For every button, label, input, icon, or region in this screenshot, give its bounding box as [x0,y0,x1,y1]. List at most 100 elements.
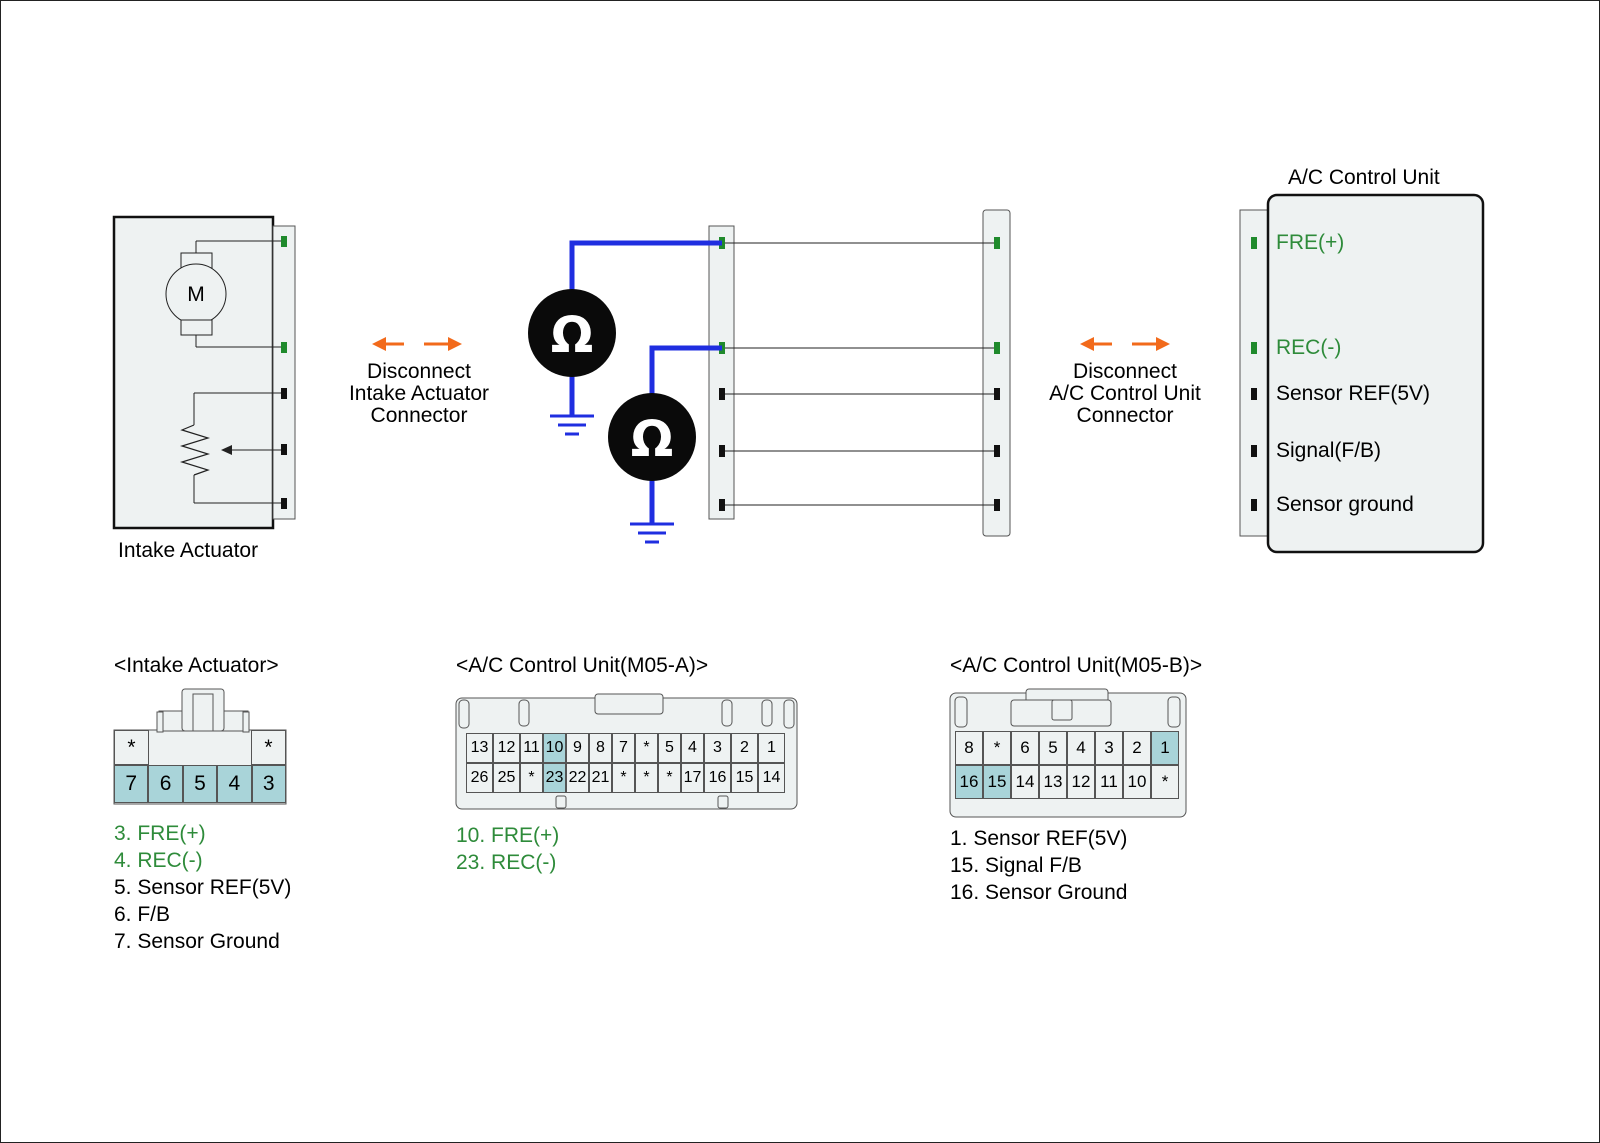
disconnect-right-label: Disconnect A/C Control Unit Connector [1030,361,1220,427]
pin-cell: 14 [1011,765,1039,799]
ohmmeter-icon [528,289,616,377]
pin-cell: 5 [182,765,218,803]
pin-cell: 6 [1011,731,1039,765]
legend-item: 16. Sensor Ground [950,881,1128,904]
pin-cell: * [114,730,149,765]
pin-cell: 4 [217,765,252,803]
legend-item: 1. Sensor REF(5V) [950,827,1128,850]
intake-connector-title: <Intake Actuator> [114,654,279,677]
disconnect-left-arrow-icon [372,337,462,351]
pin-cell: 6 [148,765,183,803]
disconnect-right-arrow-icon [1080,337,1170,351]
legend-item: 7. Sensor Ground [114,930,280,953]
pin-cell: 4 [681,733,704,763]
control-unit-pin-sensor-ref: Sensor REF(5V) [1276,382,1431,405]
disconnect-left-label: Disconnect Intake Actuator Connector [330,361,508,427]
disconnect-right-line2: A/C Control Unit [1049,382,1201,405]
m05a-connector-legend: 10. FRE(+) 23. REC(-) [456,822,559,876]
pin-cell: 26 [466,763,493,793]
legend-item: 10. FRE(+) [456,824,560,847]
control-unit-pin-sensor-ground: Sensor ground [1276,493,1414,516]
control-unit-pin-rec: REC(-) [1276,336,1342,359]
pin-cell: * [635,763,658,793]
pin-cell: 25 [493,763,520,793]
legend-item: 6. F/B [114,903,171,926]
ohmmeter-symbol: Ω [551,306,594,364]
pin-cell: 7 [612,733,635,763]
pin-cell: 13 [466,733,493,763]
m05a-top-row: 13 12 11 10 9 8 7 * 5 4 3 2 1 [466,733,785,763]
pin-cell: 1 [758,733,785,763]
pin-cell: 12 [493,733,520,763]
disconnect-right-line3: Connector [1076,404,1174,427]
pin-cell: 22 [566,763,589,793]
legend-item: 15. Signal F/B [950,854,1082,877]
pin-cell: 15 [983,765,1011,799]
pin-cell: 23 [543,763,566,793]
pin-cell: 8 [589,733,612,763]
pin-cell: 21 [589,763,612,793]
pin-cell: 10 [1123,765,1151,799]
pin-cell: 14 [758,763,785,793]
intake-connector-legend: 3. FRE(+) 4. REC(-) 5. Sensor REF(5V) 6.… [114,820,291,955]
intake-actuator-caption: Intake Actuator [118,539,259,562]
control-unit-connector [1239,209,1271,537]
pin-cell: * [1151,765,1179,799]
pin-cell: 12 [1067,765,1095,799]
disconnect-right-line1: Disconnect [1073,360,1177,383]
pin-cell: 7 [114,765,149,803]
pin-cell: 15 [731,763,758,793]
ohmmeter-symbol: Ω [631,410,674,468]
pin-cell: 3 [251,765,286,803]
m05b-connector-legend: 1. Sensor REF(5V) 15. Signal F/B 16. Sen… [950,825,1127,906]
pin-cell: 16 [955,765,983,799]
control-unit-pin-signal: Signal(F/B) [1276,439,1382,462]
intake-connector-top-row: * * [114,730,286,765]
pin-cell: 16 [704,763,731,793]
pin-cell: 5 [658,733,681,763]
legend-item: 3. FRE(+) [114,822,206,845]
intake-actuator-connector [272,225,296,520]
intake-connector-bottom-row: 7 6 5 4 3 [114,765,286,803]
harness-connector-left [708,225,735,520]
m05b-bottom-row: 16 15 14 13 12 11 10 * [955,765,1179,799]
pin-cell: 1 [1151,731,1179,765]
control-unit-pin-fre: FRE(+) [1276,231,1345,254]
pin-cell: * [983,731,1011,765]
pin-cell: * [635,733,658,763]
ground-icon [550,414,594,436]
legend-item: 4. REC(-) [114,849,203,872]
pin-cell: 10 [543,733,566,763]
pin-cell: * [251,730,286,765]
m05a-bottom-row: 26 25 * 23 22 21 * * * 17 16 15 14 [466,763,785,793]
ground-icon [630,522,674,544]
disconnect-left-line2: Intake Actuator [348,382,490,405]
pin-cell: 13 [1039,765,1067,799]
pin-cell: * [658,763,681,793]
control-unit-body [1266,193,1485,554]
pin-cell: 8 [955,731,983,765]
pin-cell: 17 [681,763,704,793]
m05b-top-row: 8 * 6 5 4 3 2 1 [955,731,1179,765]
legend-item: 23. REC(-) [456,851,557,874]
pin-cell: 2 [1123,731,1151,765]
pin-cell: 3 [1095,731,1123,765]
control-unit-title: A/C Control Unit [1288,166,1440,189]
pin-cell: 4 [1067,731,1095,765]
disconnect-left-line1: Disconnect [367,360,471,383]
m05a-connector-title: <A/C Control Unit(M05-A)> [456,654,709,677]
pin-cell: * [612,763,635,793]
pin-cell: 9 [566,733,589,763]
potentiometer-icon [179,424,211,476]
pin-cell: 3 [704,733,731,763]
pin-cell: * [520,763,543,793]
pin-cell: 5 [1039,731,1067,765]
ohmmeter-icon [608,393,696,481]
motor-icon-label: M [187,283,205,306]
pin-cell: 11 [520,733,543,763]
pin-cell: 11 [1095,765,1123,799]
harness-connector-right [982,209,1011,537]
m05b-connector-title: <A/C Control Unit(M05-B)> [950,654,1203,677]
legend-item: 5. Sensor REF(5V) [114,876,292,899]
disconnect-left-line3: Connector [370,404,468,427]
